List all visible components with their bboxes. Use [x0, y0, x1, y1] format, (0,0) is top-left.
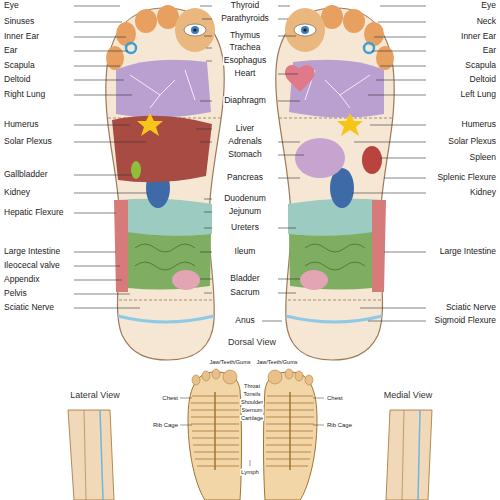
reflex-zone-label: Adrenals: [227, 137, 263, 146]
view-heading: Lateral View: [70, 391, 119, 401]
reflex-zone-label: Stomach: [227, 150, 263, 159]
reflex-zone-label: Large Intestine: [440, 247, 496, 256]
reflex-zone-label: Right Lung: [4, 90, 45, 99]
reflex-zone-label: Pelvis: [4, 289, 27, 298]
reflex-zone-label: Lymph: [240, 469, 260, 476]
reflex-zone-label: Sigmoid Flexure: [435, 316, 496, 325]
svg-path: [402, 410, 404, 500]
reflex-zone-label: Thymus: [229, 31, 261, 40]
svg-path: [418, 410, 420, 500]
svg-path: [74, 6, 148, 308]
reflex-zone-label: Kidney: [4, 188, 30, 197]
svg-ellipse: [362, 146, 382, 174]
left-foot-sole: [106, 5, 224, 360]
svg-path: [112, 116, 212, 182]
reflex-zone-label: Heart: [234, 69, 257, 78]
svg-path: [68, 410, 114, 500]
reflex-zone-label: Eye: [481, 1, 496, 10]
reflex-zone-label: Chest: [327, 395, 343, 402]
right-foot-organs: [285, 65, 382, 178]
reflex-zone-label: Parathyroids: [220, 14, 270, 23]
reflex-zone-label: Sciatic Nerve: [446, 303, 496, 312]
reflex-zone-label: Rib Cage: [327, 422, 352, 429]
reflex-zone-label: Inner Ear: [4, 32, 39, 41]
reflex-zone-label: Throat: [243, 383, 261, 389]
reflex-zone-label: Neck: [477, 17, 496, 26]
reflex-zone-label: Large Intestine: [4, 247, 60, 256]
reflex-zone-label: Duodenum: [223, 194, 267, 203]
reflex-zone-label: Ileocecal valve: [4, 261, 60, 270]
reflex-zone-label: Spleen: [470, 153, 496, 162]
reflex-zone-label: Kidney: [470, 188, 496, 197]
reflex-zone-label: Sinuses: [4, 17, 34, 26]
reflex-zone-label: Gallbladder: [4, 170, 47, 179]
dorsal-left-foot: [188, 369, 242, 500]
right-foot-sole: [276, 5, 394, 360]
reflex-zone-label: Humerus: [4, 120, 38, 129]
svg-path: [196, 6, 304, 321]
reflex-zone-label: Jaw/Teeth/Gums: [209, 359, 252, 365]
reflex-zone-label: Splenic Flexure: [437, 173, 496, 182]
reflex-zone-label: Liver: [235, 124, 255, 133]
reflex-zone-label: Ear: [483, 46, 496, 55]
reflex-zone-label: Deltoid: [4, 75, 30, 84]
reflex-zone-label: Jejunum: [228, 207, 262, 216]
view-heading: Medial View: [384, 391, 432, 401]
reflex-zone-label: Ear: [4, 46, 17, 55]
reflex-zone-label: Deltoid: [470, 75, 496, 84]
reflex-zone-label: Diaphragm: [223, 96, 267, 105]
reflex-zone-label: Solar Plexus: [448, 137, 496, 146]
reflex-zone-label: Chest: [162, 395, 178, 402]
reflex-zone-label: Ureters: [230, 223, 260, 232]
svg-ellipse: [295, 138, 345, 178]
reflex-zone-label: Rib Cage: [153, 422, 178, 429]
reflex-zone-label: Anus: [234, 316, 255, 325]
svg-path: [337, 113, 363, 136]
reflex-zone-label: Pancreas: [226, 173, 264, 182]
reflex-zone-label: Hepatic Flexure: [4, 208, 64, 217]
svg-path: [84, 410, 86, 500]
svg-path: [386, 410, 432, 500]
reflex-zone-label: Scapula: [4, 61, 35, 70]
view-heading: Dorsal View: [228, 338, 276, 348]
reflex-zone-label: Tonsils: [243, 391, 262, 397]
reflex-zone-label: Left Lung: [461, 90, 496, 99]
svg-path: [137, 113, 163, 136]
lateral-leg: [68, 410, 114, 500]
reflex-zone-label: Sciatic Nerve: [4, 303, 54, 312]
reflex-zone-label: Sacrum: [229, 288, 260, 297]
reflex-zone-label: Esophagus: [223, 56, 268, 65]
reflex-zone-label: Eye: [4, 1, 19, 10]
svg-path: [352, 6, 426, 321]
svg-path: [180, 398, 324, 466]
left-foot-organs: [112, 113, 212, 182]
leader-lines: [74, 6, 426, 321]
reflex-zone-label: Trachea: [229, 43, 262, 52]
reflex-zone-label: Sternum: [241, 407, 264, 413]
reflex-zone-label: Bladder: [229, 274, 260, 283]
dorsal-leader-lines: [180, 398, 324, 466]
svg-path: [100, 410, 103, 500]
dorsal-right-foot: [264, 369, 318, 500]
reflex-zone-label: Jaw/Teeth/Gums: [256, 359, 299, 365]
reflex-zone-label: Humerus: [462, 120, 496, 129]
reflex-zone-label: Inner Ear: [461, 32, 496, 41]
medial-leg: [386, 410, 432, 500]
reflex-zone-label: Solar Plexus: [4, 137, 52, 146]
reflex-zone-label: Cartilage: [240, 415, 264, 421]
reflex-zone-label: Shoulder: [240, 399, 264, 405]
svg-path: [285, 65, 315, 92]
reflex-zone-label: Thyroid: [230, 1, 260, 10]
reflex-zone-label: Appendix: [4, 275, 39, 284]
reflex-zone-label: Ileum: [234, 247, 257, 256]
reflex-zone-label: Scapula: [465, 61, 496, 70]
svg-ellipse: [131, 161, 141, 179]
